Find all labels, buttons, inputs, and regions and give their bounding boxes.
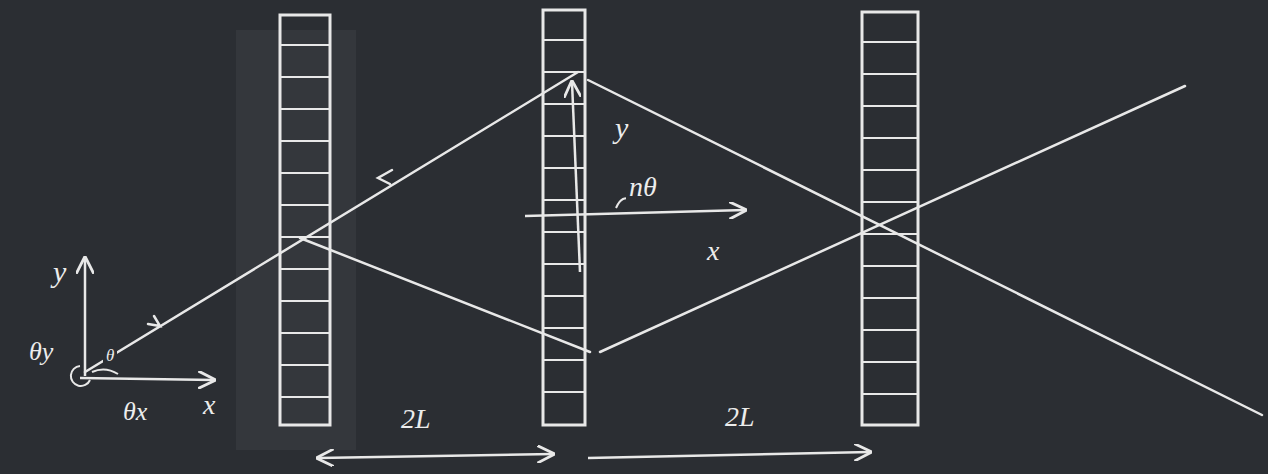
chalk-smudge (236, 30, 356, 450)
ray-direction-mark (148, 316, 160, 326)
x-axis (525, 210, 745, 216)
axis-label: θy (26, 338, 56, 366)
grating-slab (862, 12, 918, 425)
x-axis (80, 378, 214, 380)
angle-mark (92, 369, 118, 374)
ray (588, 80, 1262, 415)
ray (600, 86, 1185, 352)
gratings (280, 10, 918, 425)
ray-direction-mark (378, 170, 392, 184)
axis-label: 2L (398, 404, 434, 434)
axis-label: y (612, 112, 631, 144)
ray (300, 238, 590, 352)
grating-rulings (280, 45, 330, 397)
axis-label: θ (103, 346, 117, 365)
axis-label: 2L (722, 402, 758, 432)
grating-rulings (862, 42, 918, 394)
axis-label: x (704, 236, 722, 266)
axis-label: y (50, 256, 69, 288)
axes (71, 258, 214, 386)
dimension-line (318, 454, 553, 458)
angle-mark (71, 366, 90, 386)
axis-label: nθ (626, 172, 660, 202)
y-axis (572, 82, 580, 272)
axes (525, 82, 745, 272)
rays (85, 72, 1262, 415)
dimensions (318, 452, 870, 458)
axis-label: x (200, 390, 218, 420)
dimension-line (588, 452, 870, 458)
y-axis (84, 258, 87, 376)
axis-label: θx (120, 398, 150, 426)
ray (85, 72, 578, 372)
grating-slab (280, 15, 330, 425)
